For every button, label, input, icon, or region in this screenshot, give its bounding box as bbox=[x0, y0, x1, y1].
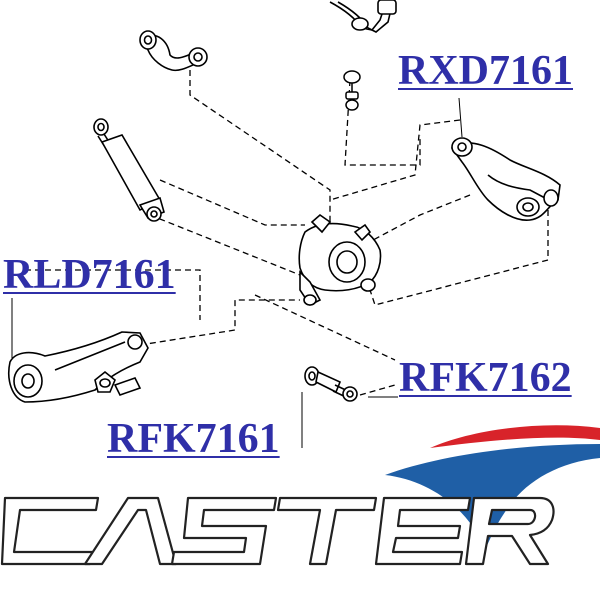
part-link-rld7161[interactable]: RLD7161 bbox=[3, 252, 176, 298]
part-link-rfk7162[interactable]: RFK7162 bbox=[399, 355, 572, 401]
rear-knuckle bbox=[298, 213, 382, 307]
part-link-rfk7161[interactable]: RFK7161 bbox=[107, 416, 280, 462]
stabilizer-bar bbox=[329, 0, 397, 33]
caster-swoosh-red bbox=[430, 425, 600, 448]
caster-logo bbox=[0, 425, 600, 566]
part-link-rxd7161[interactable]: RXD7161 bbox=[398, 48, 573, 94]
caster-wordmark bbox=[0, 496, 555, 566]
lower-control-arm-rxd bbox=[450, 137, 561, 221]
upper-control-arm bbox=[139, 30, 208, 72]
shock-absorber bbox=[93, 118, 165, 222]
label-leader-lines bbox=[11, 97, 463, 448]
toe-link-rfk bbox=[304, 366, 358, 402]
stabilizer-link-rxd bbox=[343, 70, 361, 111]
trailing-arm-rld bbox=[8, 331, 149, 403]
